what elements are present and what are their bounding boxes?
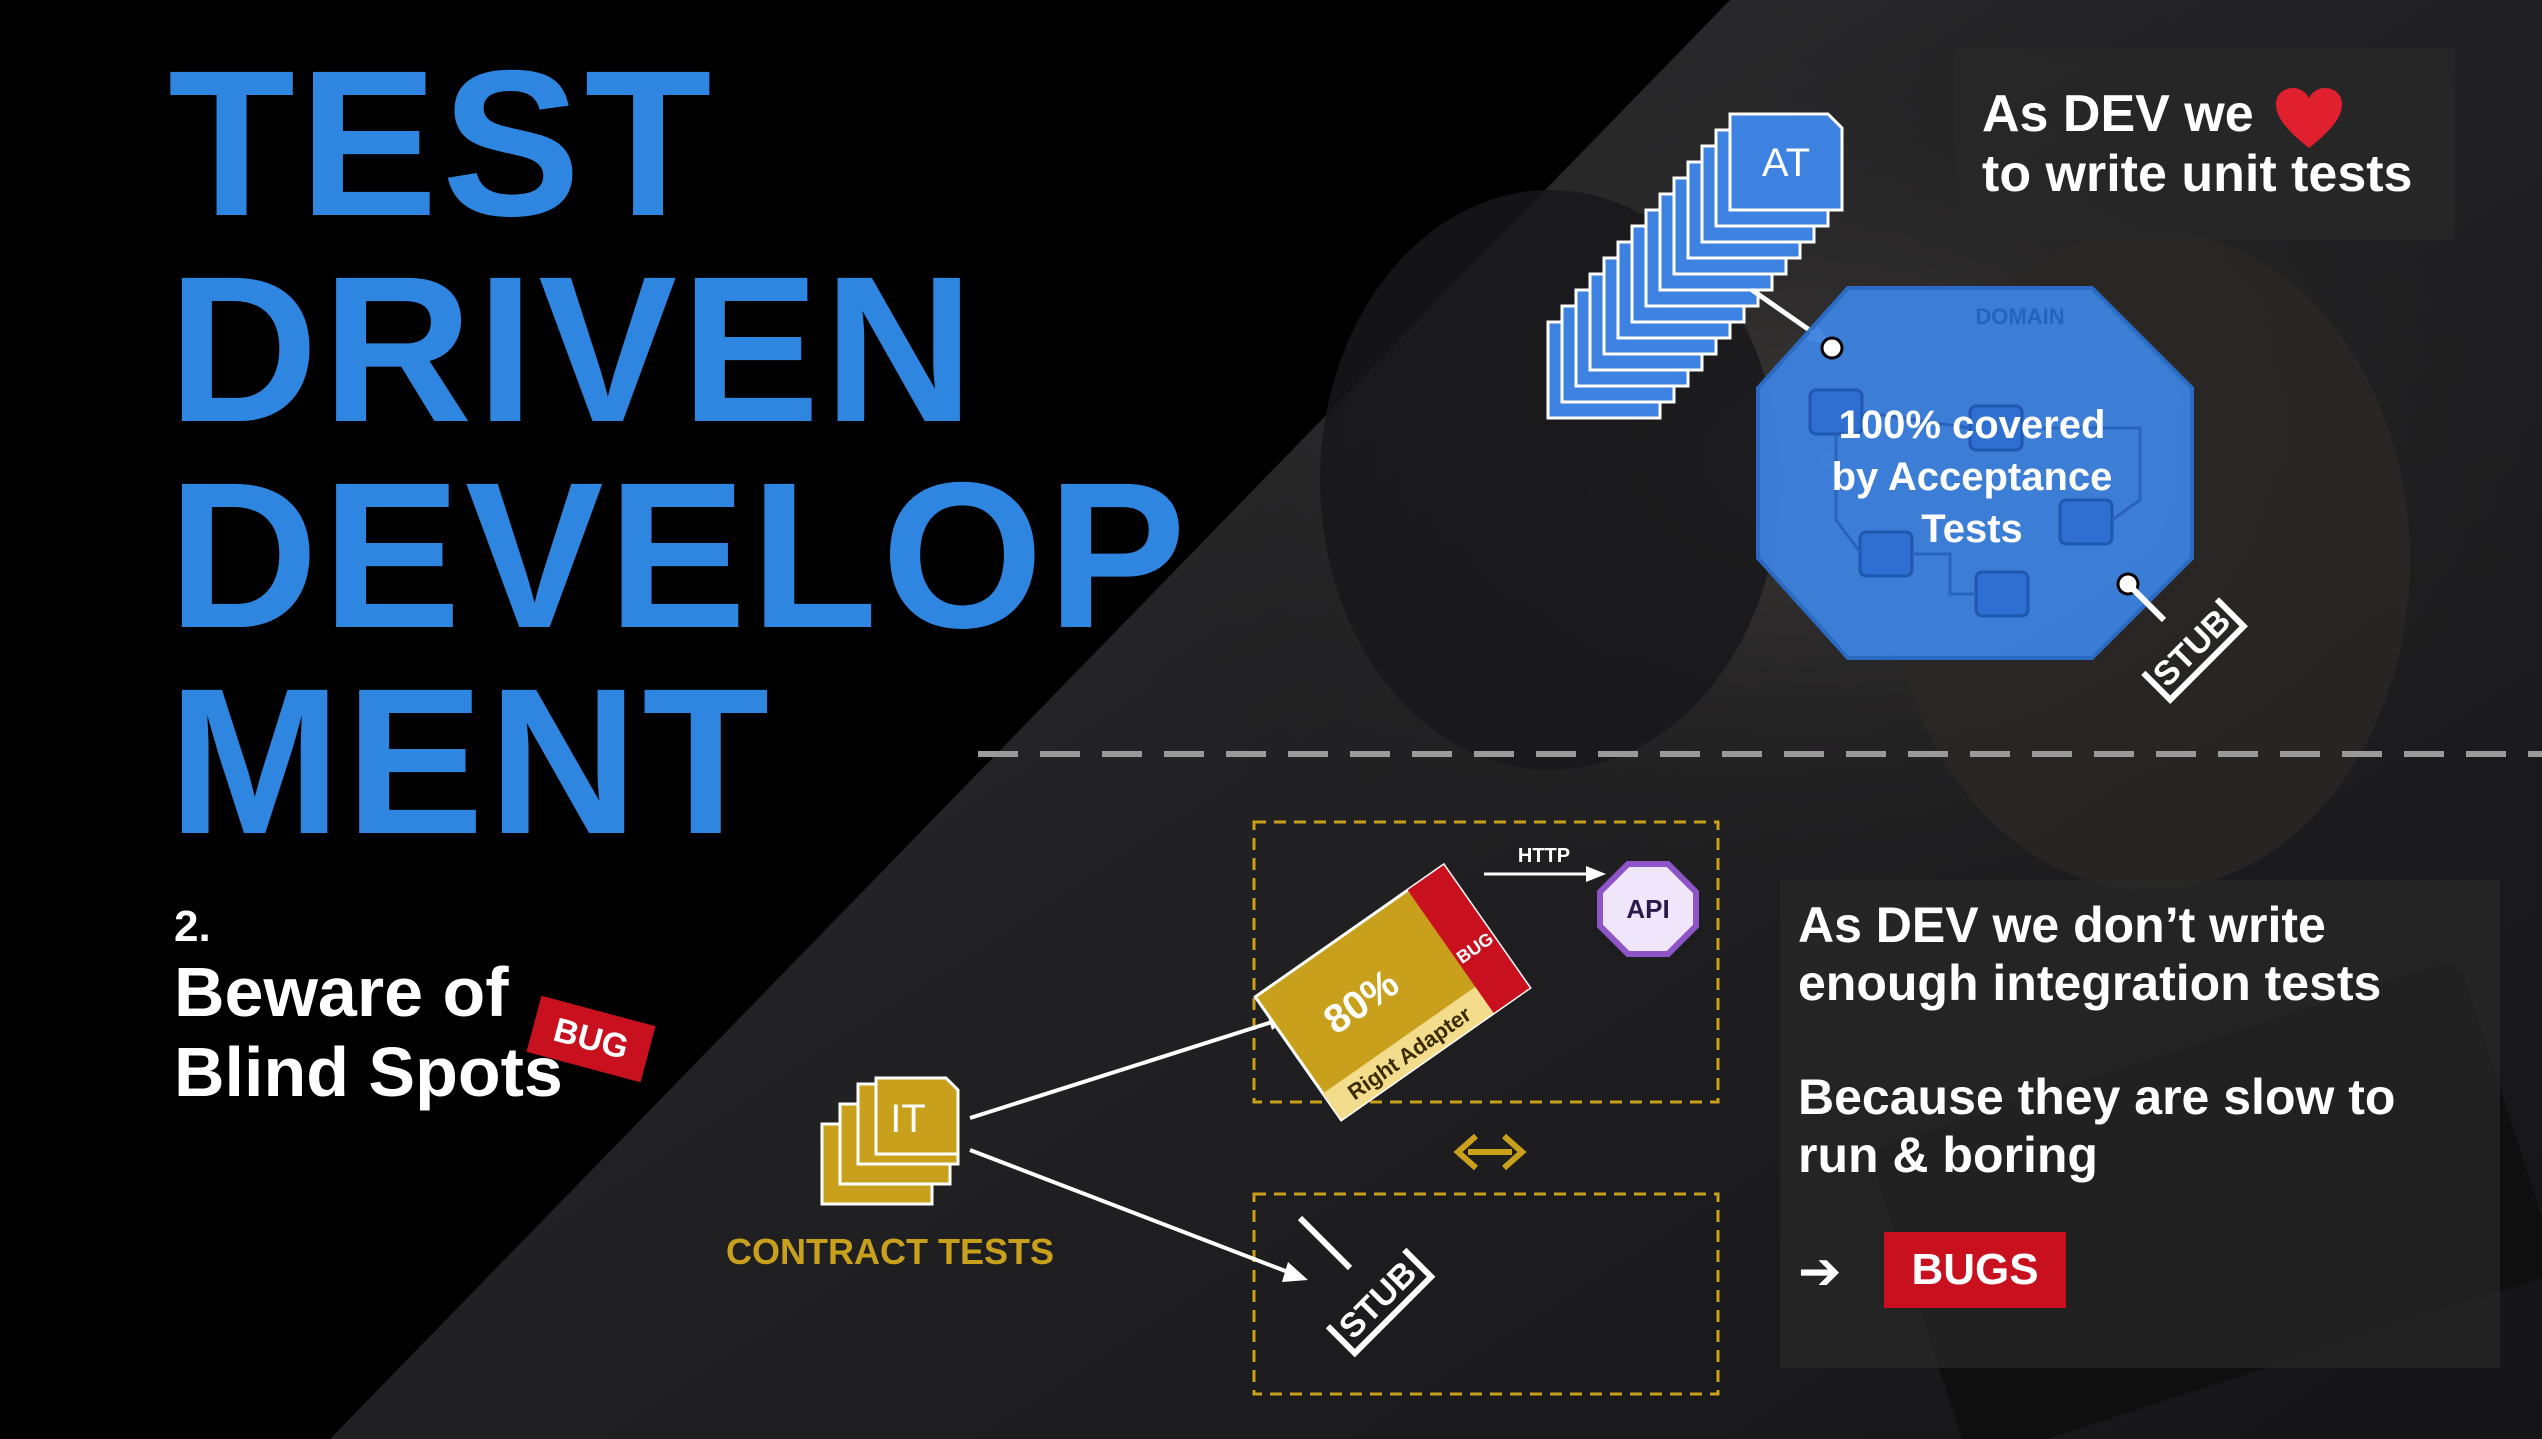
it-to-stub-arrow-head (1282, 1262, 1308, 1282)
bottom-note-line-1: As DEV we don’t write (1798, 897, 2326, 953)
title-line-3: DEVELOP (168, 440, 1190, 672)
it-label: IT (890, 1097, 926, 1141)
domain-port-in (1820, 336, 1844, 360)
http-arrow-head (1586, 866, 1606, 882)
subtitle-line-1: Beware of (174, 953, 509, 1031)
arrow-icon: ➔ (1798, 1243, 1842, 1301)
title-line-1: TEST (168, 28, 716, 260)
coverage-line-2: by Acceptance (1832, 455, 2113, 499)
stub-boundary-box (1252, 1192, 1720, 1396)
at-card (1728, 112, 1844, 212)
domain-label: DOMAIN (1975, 304, 2064, 329)
at-arrow (1750, 287, 1820, 339)
at-card-stack: AT (1546, 112, 1844, 420)
it-to-stub-arrow (969, 1148, 1289, 1274)
heart-icon (2276, 88, 2342, 148)
it-card-stack: IT (820, 1076, 960, 1206)
bottom-note-line-4: run & boring (1798, 1127, 2098, 1183)
title-line-4: MENT (168, 646, 774, 878)
dashed-separator (978, 751, 2542, 757)
bugs-badge: BUGS (1884, 1232, 2066, 1308)
adapter-boundary-box (1252, 820, 1720, 1104)
bottom-note-line-3: Because they are slow to (1798, 1069, 2396, 1125)
coverage-line-1: 100% covered (1839, 403, 2106, 447)
api-octagon (1597, 861, 1699, 957)
right-adapter-card: 80% Right Adapter BUG (1253, 862, 1532, 1122)
top-note-box (1955, 48, 2455, 240)
swap-arrow-icon (1453, 1133, 1527, 1171)
bottom-note-line-2: enough integration tests (1798, 955, 2382, 1011)
domain-internal-links (1834, 410, 2142, 596)
coverage-line-3: Tests (1921, 507, 2023, 551)
section-number: 2. (174, 902, 211, 951)
it-to-adapter-arrow (969, 1020, 1273, 1120)
contract-tests-label: CONTRACT TESTS (726, 1231, 1054, 1272)
api-label: API (1626, 894, 1669, 924)
at-label: AT (1762, 141, 1810, 185)
bottom-stub-icon: STUB (1297, 1215, 1436, 1358)
subtitle-line-2: Blind Spots (174, 1033, 563, 1111)
http-label: HTTP (1518, 845, 1570, 867)
title-line-2: DRIVEN (168, 234, 978, 466)
top-note-line-1: As DEV we (1982, 85, 2254, 143)
top-note-line-2: to write unit tests (1982, 145, 2413, 203)
